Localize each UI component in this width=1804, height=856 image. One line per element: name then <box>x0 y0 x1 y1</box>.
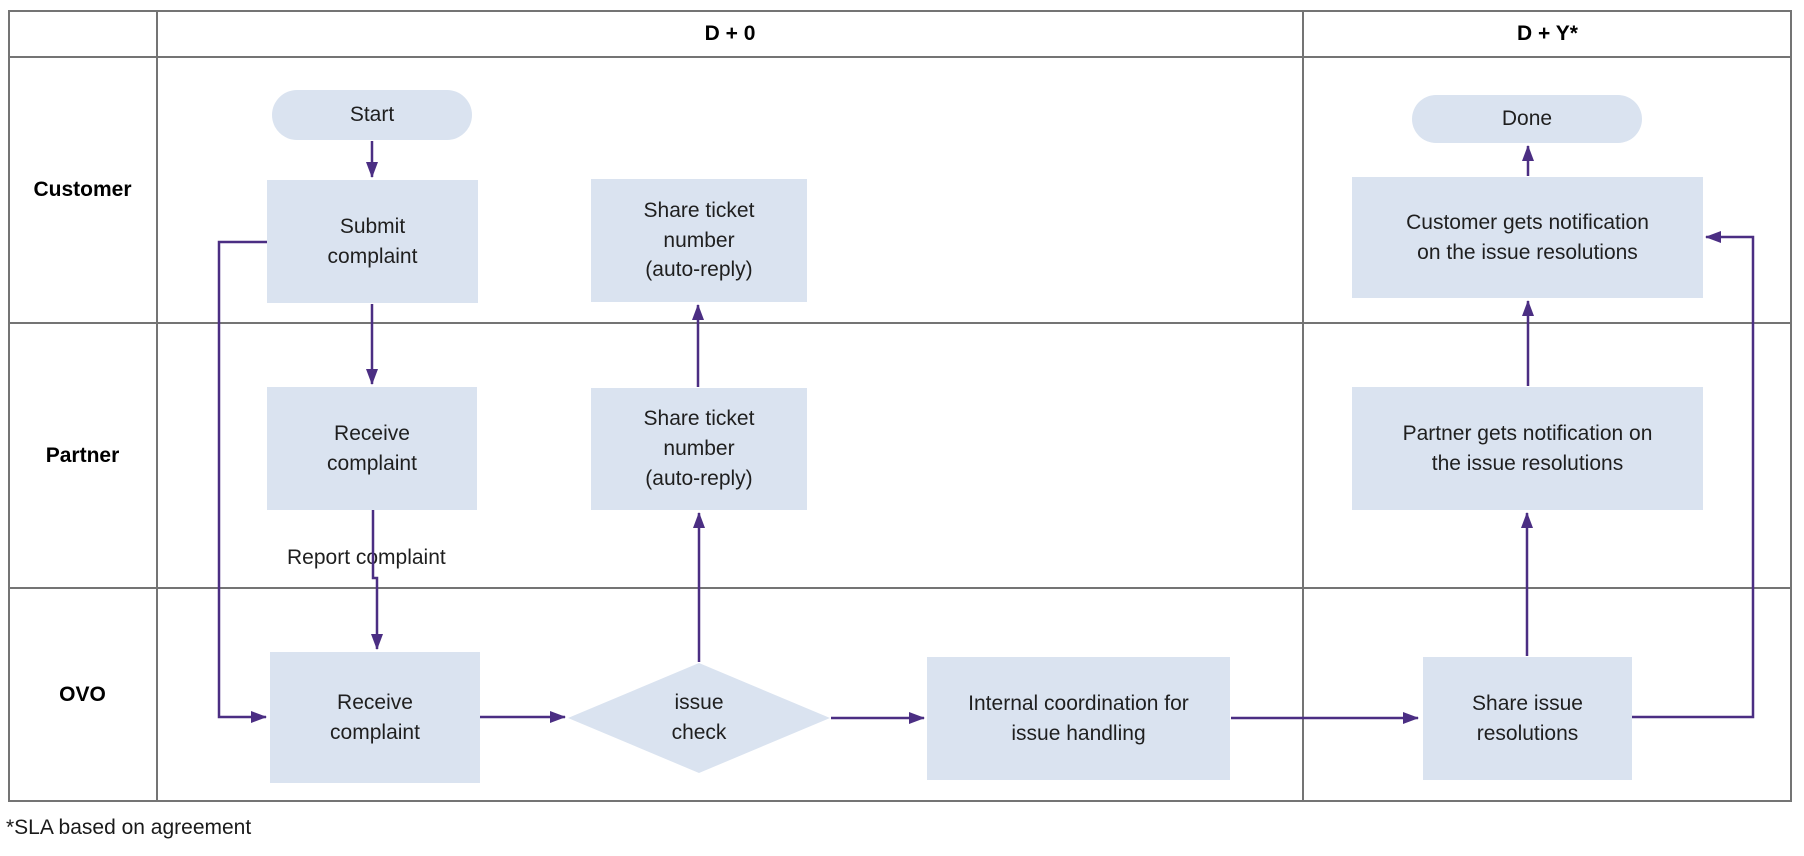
node-submit-complaint: Submit complaint <box>267 180 478 303</box>
node-internal-coordination: Internal coordination for issue handling <box>927 657 1230 780</box>
node-share-issue-resolutions: Share issue resolutions <box>1423 657 1632 780</box>
column-divider-d0-dy <box>1302 10 1304 802</box>
lane-label-ovo: OVO <box>59 683 106 706</box>
lane-divider-customer-partner <box>8 322 1792 324</box>
lane-label-partner: Partner <box>45 443 120 467</box>
edge-label-report-complaint: Report complaint <box>287 546 446 569</box>
lane-divider-partner-ovo <box>8 587 1792 589</box>
lane-label-customer: Customer <box>33 178 132 201</box>
table-outer-border <box>8 10 1792 802</box>
header-row-divider <box>8 56 1792 58</box>
node-start: Start <box>272 90 472 140</box>
node-customer-notification: Customer gets notification on the issue … <box>1352 177 1703 298</box>
node-done: Done <box>1412 95 1642 143</box>
node-share-ticket-customer: Share ticket number (auto-reply) <box>591 179 807 302</box>
node-share-ticket-partner: Share ticket number (auto-reply) <box>591 388 807 510</box>
sla-footnote: *SLA based on agreement <box>6 816 252 839</box>
node-receive-complaint-partner: Receive complaint <box>267 387 477 510</box>
column-header-dy: D + Y* <box>1517 21 1578 45</box>
node-partner-notification: Partner gets notification on the issue r… <box>1352 387 1703 510</box>
node-receive-complaint-ovo: Receive complaint <box>270 652 480 783</box>
column-header-d0: D + 0 <box>704 21 756 45</box>
lane-label-column-divider <box>156 10 158 802</box>
